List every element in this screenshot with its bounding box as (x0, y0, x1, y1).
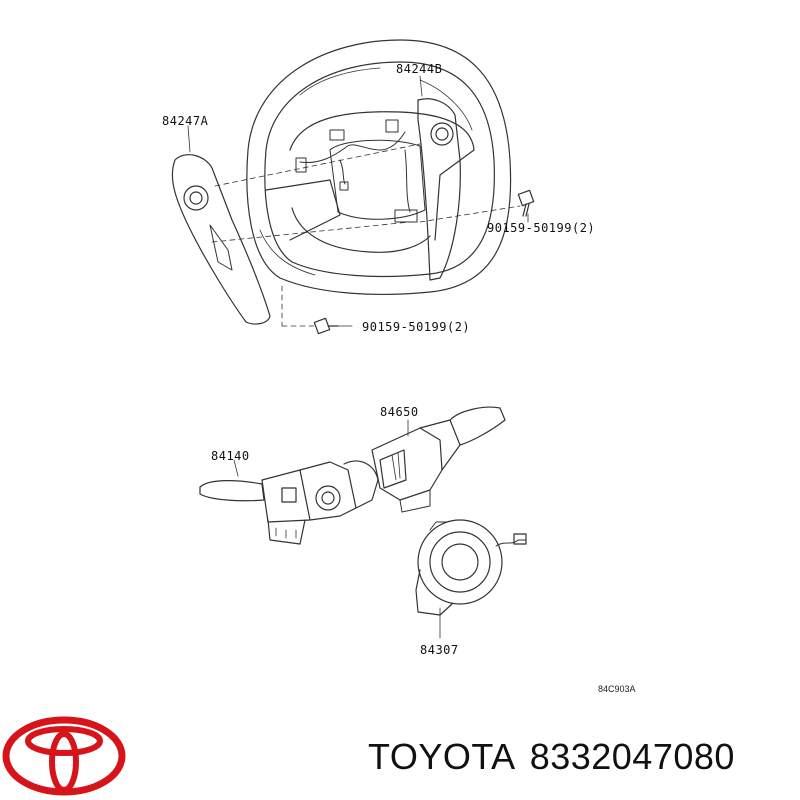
spiral-cable-drawing (415, 519, 527, 616)
part-label-84247a: 84247A (162, 114, 209, 128)
bolt-upper-drawing (517, 189, 535, 217)
part-number: 8332047080 (529, 736, 735, 777)
bolt-lower-drawing (313, 317, 339, 335)
toyota-logo-drawing (2, 716, 126, 796)
part-label-84140: 84140 (211, 449, 250, 463)
brand-caption: TOYOTA 8332047080 (368, 736, 735, 778)
turn-signal-switch-drawing (199, 460, 379, 545)
wiper-switch-drawing (371, 406, 506, 513)
steering-wheel-drawing (246, 39, 512, 295)
drawing-code: 84C903A (598, 684, 636, 694)
part-label-84650: 84650 (380, 405, 419, 419)
brand-name: TOYOTA (368, 736, 516, 777)
part-label-84307: 84307 (420, 643, 459, 657)
right-switch-drawing (417, 98, 461, 281)
left-switch-drawing (171, 154, 271, 325)
part-label-bolt-upper: 90159-50199(2) (487, 221, 596, 235)
part-label-bolt-lower: 90159-50199(2) (362, 320, 471, 334)
part-label-84244b: 84244B (396, 62, 443, 76)
